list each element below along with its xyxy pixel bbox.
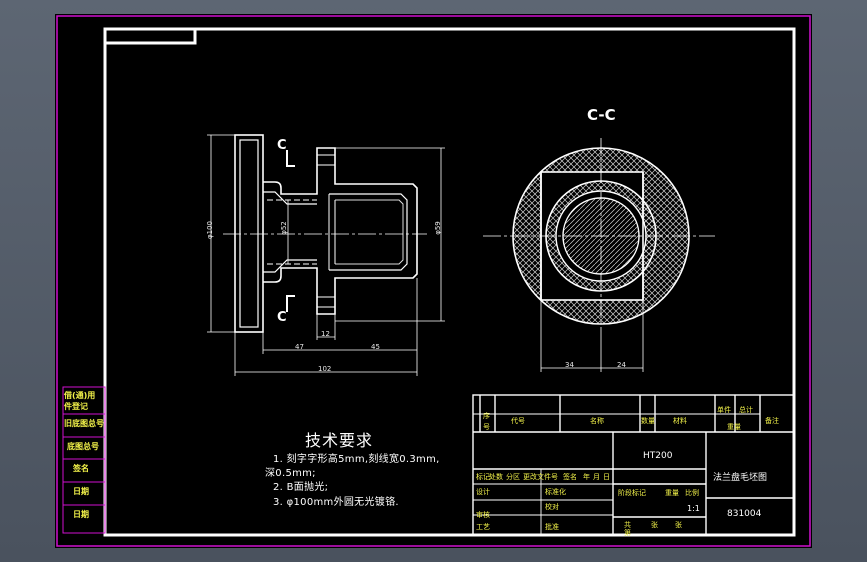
side-label-4: 底图总号	[67, 442, 99, 451]
dim-d52: φ52	[279, 221, 288, 235]
section-label: C-C	[587, 106, 616, 124]
main-dimensions	[207, 134, 445, 376]
tb-drawing-name: 法兰盘毛坯图	[713, 473, 768, 483]
drawing-sheet: C-C C C φ100 φ52 φ59 12 47 45 102 34 24 …	[55, 14, 812, 548]
dim-d59: φ59	[433, 221, 442, 235]
tb-sheet-no: 第	[624, 529, 631, 537]
tb-h-unit: 单件	[717, 406, 731, 414]
tb-sheet-total: 共	[624, 521, 631, 529]
cut-label-top: C	[277, 138, 287, 153]
tb-review: 审核	[476, 511, 490, 519]
side-label-7: 日期	[73, 510, 89, 519]
tb-rev-zone: 分区	[506, 473, 520, 481]
requirements-title: 技术要求	[305, 431, 374, 450]
drawing-svg	[56, 15, 811, 547]
tb-h-name: 名称	[590, 417, 604, 425]
outer-frame	[56, 15, 811, 547]
tb-rev-count: 处数	[489, 473, 503, 481]
requirement-line-2: 深0.5mm;	[265, 468, 316, 479]
inner-border	[103, 27, 796, 537]
tb-h-seq: 序	[483, 412, 490, 420]
dim-w12: 12	[321, 330, 330, 338]
tb-rev-year: 年	[583, 473, 590, 481]
section-dimensions	[540, 300, 644, 372]
tb-approve: 批准	[545, 523, 559, 531]
side-label-3: 旧底图总号	[64, 419, 104, 428]
title-block-grid	[472, 394, 795, 536]
tb-h-qty: 数量	[641, 417, 655, 425]
tb-h-code: 代号	[511, 417, 525, 425]
dim-w24: 24	[617, 361, 626, 369]
tb-check: 校对	[545, 503, 559, 511]
tb-rev-day: 日	[603, 473, 610, 481]
side-label-column	[62, 386, 106, 534]
requirement-line-3: 2. B面抛光;	[273, 482, 329, 493]
cut-label-bottom: C	[277, 310, 287, 325]
tb-h-total: 总计	[739, 406, 753, 414]
dim-w102: 102	[318, 365, 332, 373]
dim-w47: 47	[295, 343, 304, 351]
dim-w45: 45	[371, 343, 380, 351]
tb-h2-weight: 重量	[727, 423, 741, 431]
tb-rev-doc: 更改文件号	[523, 473, 558, 481]
tb-rev-month: 月	[593, 473, 600, 481]
requirement-line-4: 3. φ100mm外圆无光镀铬.	[273, 497, 399, 508]
tb-scale: 1:1	[687, 504, 700, 513]
side-label-1: 借(通)用	[64, 391, 96, 400]
requirement-line-1: 1. 刻字字形高5mm,刻线宽0.3mm,	[273, 454, 440, 465]
tb-sheet-unit2: 张	[675, 521, 682, 529]
corner-box	[103, 27, 197, 45]
tb-h2-no: 号	[483, 423, 490, 431]
tb-drawing-number: 831004	[727, 509, 762, 519]
dim-d100: φ100	[205, 221, 214, 239]
side-label-6: 日期	[73, 487, 89, 496]
tb-design: 设计	[476, 488, 490, 496]
tb-scale-label: 比例	[685, 489, 699, 497]
tb-rev-mark: 标记	[476, 473, 490, 481]
cut-markers	[286, 150, 295, 312]
tb-sheet-unit1: 张	[651, 521, 658, 529]
tb-material: HT200	[643, 451, 673, 461]
main-view	[234, 134, 418, 333]
tb-rev-sign: 签名	[563, 473, 577, 481]
tb-h-material: 材料	[673, 417, 687, 425]
tb-process: 工艺	[476, 523, 490, 531]
tb-stage: 阶段标记	[618, 489, 646, 497]
dim-w34: 34	[565, 361, 574, 369]
side-label-5: 签名	[73, 464, 89, 473]
tb-standard: 标准化	[545, 488, 566, 496]
side-label-2: 件登记	[64, 402, 88, 411]
tb-h-remark: 备注	[765, 417, 779, 425]
tb-weight: 重量	[665, 489, 679, 497]
